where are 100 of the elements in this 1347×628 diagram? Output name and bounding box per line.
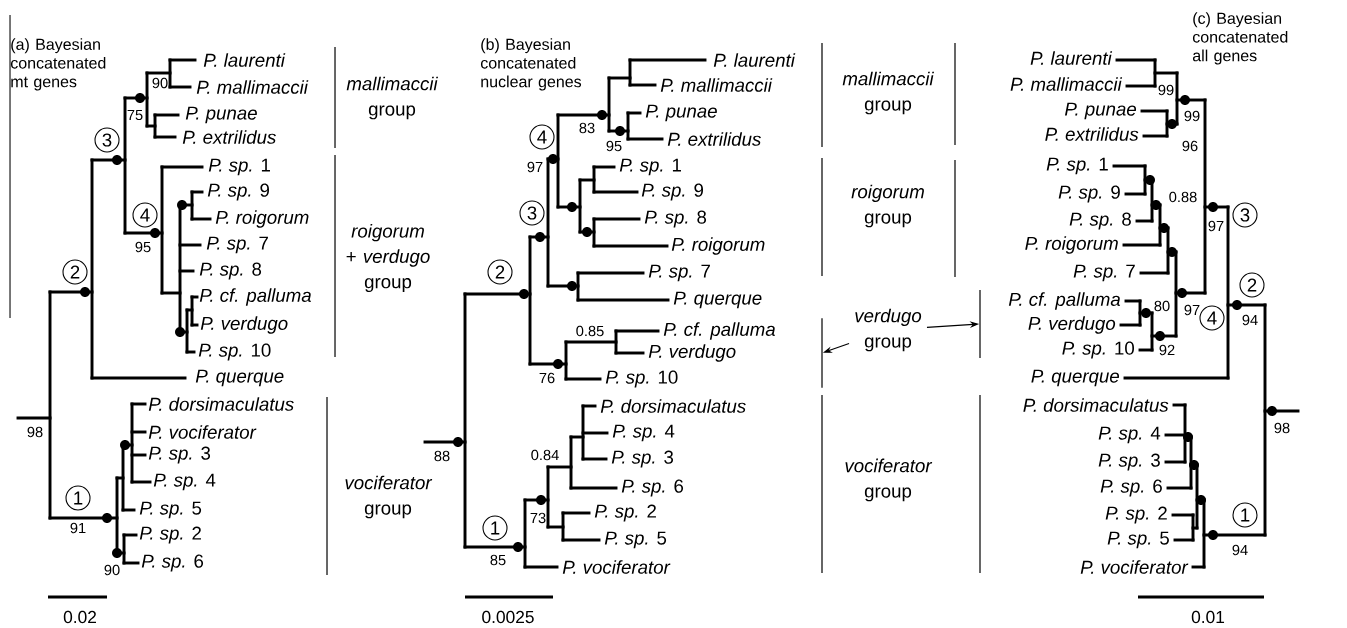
circled-number: 4 — [132, 202, 158, 228]
support-value: 83 — [579, 122, 595, 134]
circled-number: 3 — [94, 127, 120, 153]
taxon-label: P. querque — [1031, 369, 1120, 387]
taxon-label: P. punae — [645, 104, 717, 122]
support-value: 0.85 — [576, 325, 604, 337]
support-value: 0.88 — [1169, 191, 1197, 203]
support-value: 91 — [70, 522, 86, 534]
taxon-label: P. mallimaccii — [660, 78, 773, 92]
taxon-label: P. cf. palluma — [199, 288, 312, 306]
taxon-label: P. sp. 1 — [1046, 157, 1108, 175]
taxon-label: P. verdugo — [200, 316, 288, 334]
panel-title: (c) Bayesian concatenated all genes — [1192, 12, 1288, 65]
support-value: 90 — [152, 77, 168, 89]
support-value: 85 — [490, 554, 506, 566]
group-label: roigorum + verdugo group — [346, 223, 430, 292]
taxon-label: P. sp. 2 — [139, 526, 201, 544]
taxon-label: P. querque — [195, 369, 284, 387]
group-label: vociferator group — [845, 458, 933, 502]
taxon-label: P. sp. 2 — [1105, 506, 1167, 524]
taxon-label: P. sp. 9 — [207, 183, 269, 201]
taxon-label: P. verdugo — [648, 344, 736, 362]
taxon-label: P. sp. 8 — [199, 262, 262, 280]
support-value: 90 — [104, 564, 120, 576]
support-value: 94 — [1242, 314, 1258, 326]
group-label: mallimaccii group — [842, 71, 935, 115]
taxon-label: P. sp. 7 — [648, 264, 710, 282]
taxon-label: P. laurenti — [203, 53, 286, 67]
support-value: 99 — [1184, 110, 1200, 122]
taxon-label: P. mallimaccii — [1010, 77, 1123, 91]
support-value: 76 — [539, 372, 555, 384]
taxon-label: P. sp. 2 — [594, 504, 656, 522]
taxon-label: P. sp. 10 — [605, 370, 678, 388]
taxon-label: P. sp. 10 — [1062, 341, 1134, 359]
taxon-label: P. sp. 3 — [1098, 453, 1160, 471]
circled-number: 2 — [62, 259, 88, 285]
circled-number: 3 — [1232, 202, 1258, 228]
taxon-label: P. dorsimaculatus — [1023, 398, 1169, 412]
taxon-label: P. extrilidus — [667, 132, 761, 146]
taxon-label: P. sp. 8 — [1069, 212, 1131, 230]
scale-label: 0.02 — [63, 610, 96, 624]
taxon-label: P. cf. palluma — [1008, 292, 1121, 310]
group-label: mallimaccii group — [346, 76, 439, 120]
taxon-label: P. sp. 6 — [141, 554, 204, 572]
panel-title: (b) Bayesian concatenated nuclear genes — [480, 38, 582, 91]
taxon-label: P. sp. 8 — [644, 210, 707, 228]
taxon-label: P. vociferator — [148, 425, 257, 439]
support-value: 94 — [1232, 544, 1248, 556]
circled-number: 1 — [482, 515, 508, 541]
taxon-label: P. sp. 6 — [1100, 479, 1162, 497]
support-value: 96 — [1182, 140, 1198, 152]
circled-number: 2 — [487, 259, 513, 285]
taxon-label: P. sp. 5 — [604, 531, 667, 549]
taxon-label: P. extrilidus — [1045, 127, 1139, 141]
taxon-label: P. dorsimaculatus — [148, 397, 294, 411]
support-value: 88 — [434, 450, 450, 462]
scale-label: 0.01 — [1191, 610, 1225, 624]
circled-number: 1 — [65, 485, 91, 511]
taxon-label: P. sp. 1 — [619, 158, 681, 176]
support-value: 0.84 — [531, 449, 559, 461]
group-label: roigorum group — [851, 184, 924, 228]
group-label: vociferator group — [345, 475, 433, 519]
taxon-label: P. sp. 4 — [1098, 426, 1161, 444]
circled-number: 3 — [519, 200, 545, 226]
taxon-label: P. sp. 6 — [621, 479, 684, 497]
support-value: 97 — [1184, 304, 1200, 316]
support-value: 97 — [527, 161, 543, 173]
support-value: 80 — [1154, 300, 1170, 312]
taxon-label: P. extrilidus — [182, 130, 276, 144]
taxon-label: P. sp. 9 — [641, 183, 703, 201]
taxon-label: P. querque — [673, 291, 762, 309]
support-value: 73 — [530, 512, 546, 524]
taxon-label: P. sp. 10 — [198, 343, 271, 361]
taxon-label: P. roigorum — [215, 210, 309, 228]
taxon-label: P. sp. 9 — [1058, 185, 1120, 203]
circled-number: 1 — [1232, 502, 1258, 528]
taxon-label: P. cf. palluma — [663, 322, 776, 340]
taxon-label: P. punae — [185, 106, 257, 124]
taxon-label: P. sp. 3 — [148, 446, 211, 464]
panel-title: (a) Bayesian concatenated mt genes — [10, 38, 106, 91]
taxon-label: P. sp. 4 — [612, 424, 675, 442]
support-value: 98 — [27, 426, 43, 438]
scale-label: 0.0025 — [482, 610, 534, 624]
taxon-label: P. dorsimaculatus — [600, 399, 746, 413]
support-value: 97 — [1208, 220, 1224, 232]
taxon-label: P. verdugo — [1028, 316, 1116, 334]
taxon-label: P. sp. 7 — [206, 236, 268, 254]
taxon-label: P. sp. 1 — [208, 158, 270, 176]
taxon-label: P. laurenti — [713, 53, 796, 67]
taxon-label: P. sp. 7 — [1073, 264, 1135, 282]
support-value: 99 — [1158, 84, 1174, 96]
taxon-label: P. vociferator — [1080, 560, 1189, 574]
taxon-label: P. vociferator — [562, 560, 671, 574]
group-label: verdugo group — [855, 308, 922, 352]
support-value: 75 — [127, 109, 143, 121]
taxon-label: P. roigorum — [671, 237, 765, 255]
taxon-label: P. punae — [1065, 102, 1137, 120]
taxon-label: P. laurenti — [1030, 51, 1113, 65]
taxon-label: P. sp. 4 — [153, 473, 216, 491]
taxon-label: P. sp. 3 — [611, 450, 674, 468]
